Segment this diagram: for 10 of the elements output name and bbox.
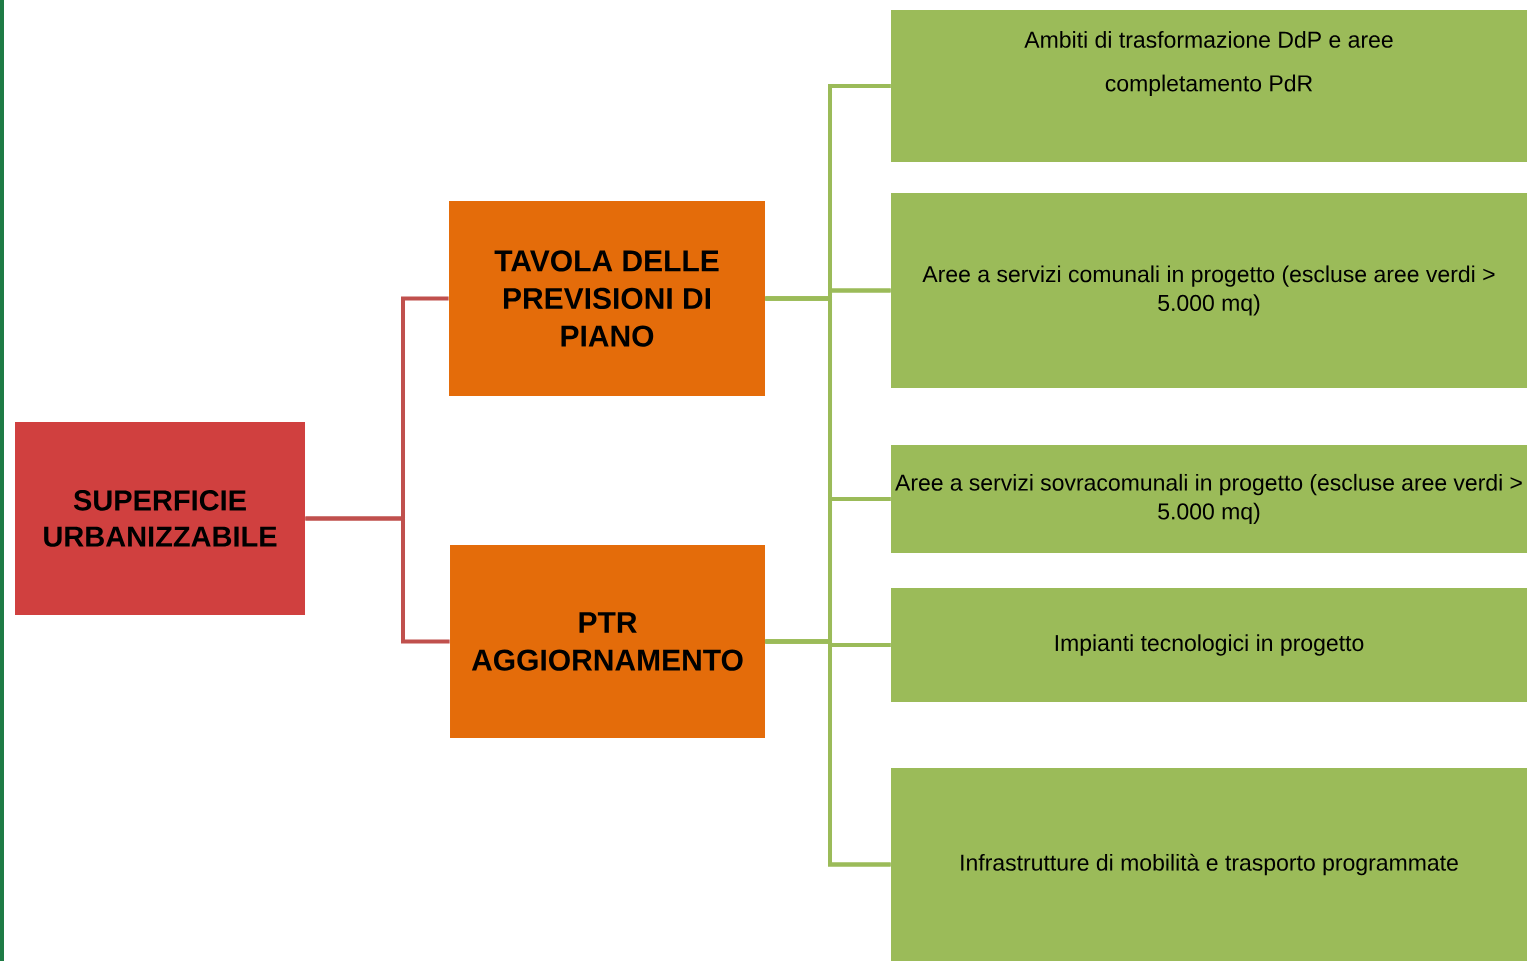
connector-line: [765, 639, 891, 867]
item-box: Aree a servizi sovracomunali in progetto (escluse aree verdi > 5.000 mq): [891, 445, 1527, 553]
item-box: Impianti tecnologici in progetto: [891, 588, 1527, 702]
root-box: SUPERFICIE URBANIZZABILE: [15, 422, 305, 615]
category-box: TAVOLA DELLE PREVISIONI DI PIANO: [449, 201, 765, 396]
item-box: Ambiti di trasformazione DdP e aree completamento PdR: [891, 10, 1527, 162]
item-box: Aree a servizi comunali in progetto (escluse aree verdi > 5.000 mq): [891, 193, 1527, 388]
item-box: Infrastrutture di mobilità e trasporto programmate: [891, 768, 1527, 961]
category-box: PTR AGGIORNAMENTO: [450, 545, 765, 738]
connector-line: [305, 516, 450, 644]
